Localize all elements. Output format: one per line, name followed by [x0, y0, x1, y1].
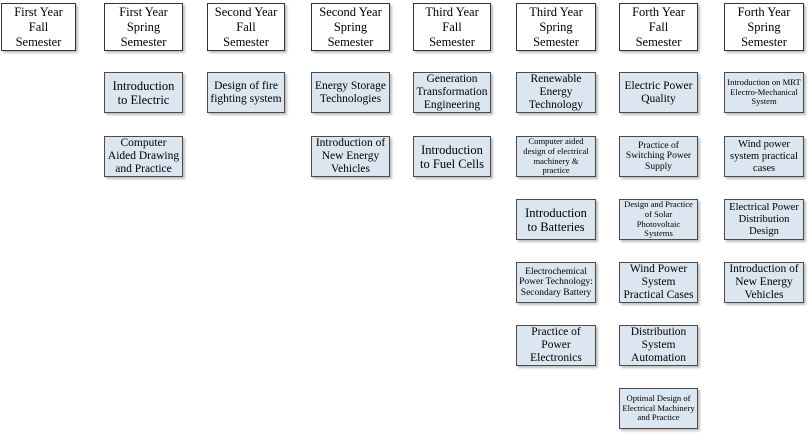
course-box: Optimal Design of Electrical Machinery a… [619, 388, 698, 429]
course-box: Wind power system practical cases [724, 136, 804, 177]
semester-header-y4-spring: Forth Year Spring Semester [724, 3, 804, 51]
course-box: Renewable Energy Technology [516, 72, 596, 113]
course-box: Practice of Switching Power Supply [619, 136, 698, 177]
course-box: Generation Transformation Engineering [413, 72, 491, 113]
course-box: Design and Practice of Solar Photovoltai… [619, 199, 698, 240]
course-box: Design of fire fighting system [207, 72, 285, 113]
course-box: Computer Aided Drawing and Practice [104, 136, 183, 177]
course-box: Electrical Power Distribution Design [724, 199, 804, 240]
course-box: Wind Power System Practical Cases [619, 262, 698, 303]
course-box: Introduction of New Energy Vehicles [311, 136, 390, 177]
course-box: Computer aided design of electrical mach… [516, 136, 596, 177]
course-box: Introduction to Electric [104, 72, 183, 113]
semester-header-y2-fall: Second Year Fall Semester [207, 3, 285, 51]
semester-header-y2-spring: Second Year Spring Semester [311, 3, 390, 51]
course-box: Introduction to Fuel Cells [413, 136, 491, 177]
semester-header-y1-spring: First Year Spring Semester [104, 3, 183, 51]
course-box: Electric Power Quality [619, 72, 698, 113]
semester-header-y3-spring: Third Year Spring Semester [516, 3, 596, 51]
semester-header-y4-fall: Forth Year Fall Semester [619, 3, 698, 51]
course-box: Electrochemical Power Technology: Second… [516, 262, 596, 303]
course-box: Introduction on MRT Electro-Mechanical S… [724, 72, 804, 113]
semester-header-y1-fall: First Year Fall Semester [1, 3, 76, 51]
course-box: Distribution System Automation [619, 325, 698, 366]
course-box: Practice of Power Electronics [516, 325, 596, 366]
course-box: Energy Storage Technologies [311, 72, 390, 113]
semester-header-y3-fall: Third Year Fall Semester [413, 3, 491, 51]
course-box: Introduction of New Energy Vehicles [724, 262, 804, 303]
course-box: Introduction to Batteries [516, 199, 596, 240]
